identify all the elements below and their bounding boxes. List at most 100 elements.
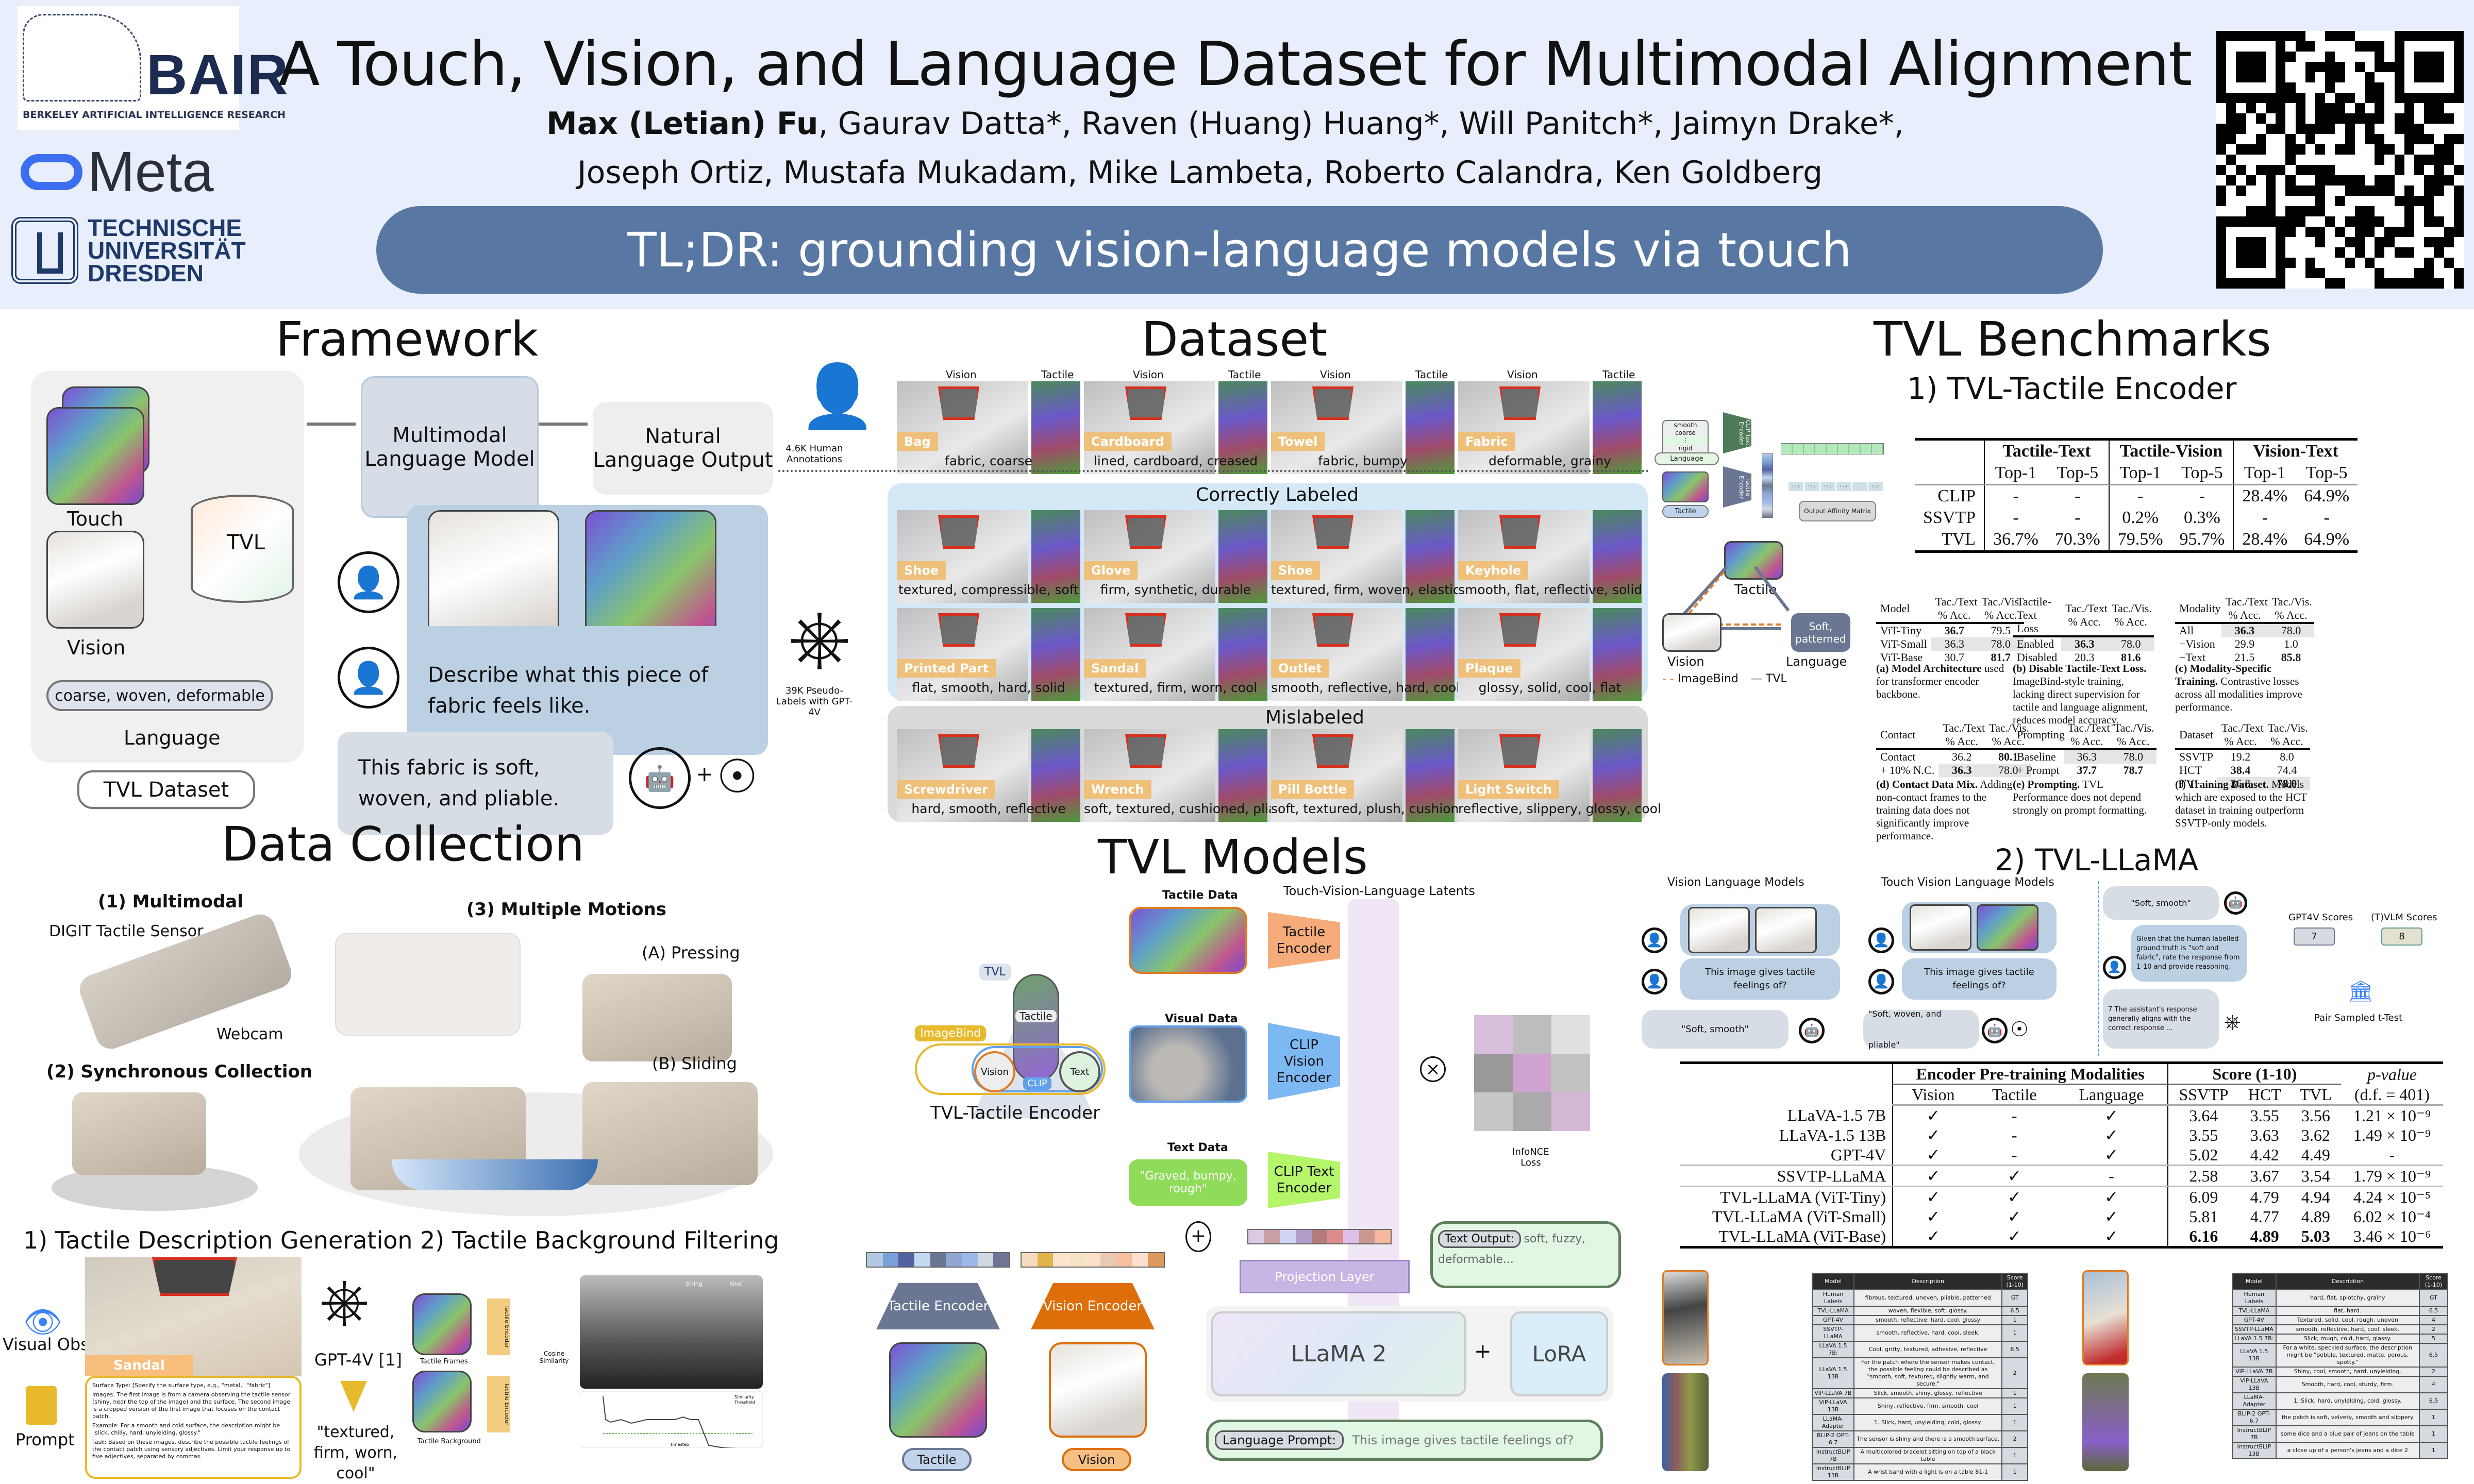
qr-module: [2414, 196, 2425, 206]
sensor-crop-box: [1312, 734, 1353, 768]
table-cell: -: [1984, 484, 2047, 507]
table-cell: 0.3%: [2184, 508, 2220, 527]
qr-module: [2315, 268, 2326, 278]
qr-module: [2276, 165, 2286, 175]
affinity-cell: T·Ln: [1868, 482, 1883, 491]
qr-module: [2285, 144, 2296, 155]
table-cell: smooth, reflective, hard, cool, sleek.: [2275, 1324, 2420, 1335]
p-value-cell: 1.21 × 10⁻⁹: [2353, 1106, 2431, 1125]
score-cell: 5.03: [2301, 1227, 2330, 1245]
user-avatar-icon: 👤: [2103, 956, 2126, 979]
p-value-cell: 6.02 × 10⁻⁴: [2353, 1207, 2431, 1226]
table-cell: InstructBLIP 13B: [1811, 1463, 1855, 1481]
qr-module: [2384, 41, 2395, 52]
table-cell: 36.3: [1938, 764, 1985, 777]
tactile-frames-label: Tactile Frames: [420, 1358, 468, 1365]
qr-module: [2394, 278, 2404, 289]
qr-module: [2255, 113, 2266, 124]
qr-module: [2236, 216, 2246, 227]
qr-module: [2444, 175, 2454, 185]
sensor-crop-box: [1499, 613, 1541, 647]
table-cell: TVL-LLaMA: [1811, 1306, 1855, 1316]
qr-module: [2414, 227, 2425, 237]
legend-similarity: Similarity: [734, 1395, 754, 1399]
qr-module: [2315, 144, 2326, 155]
sensor-crop-box: [152, 1257, 237, 1296]
visual-data-label: Visual Data: [1165, 1013, 1238, 1025]
qr-module: [2285, 247, 2296, 258]
multiple-motions-label: (3) Multiple Motions: [466, 899, 666, 920]
qr-module: [2216, 227, 2227, 237]
qr-module: [2285, 227, 2296, 237]
qr-module: [2305, 124, 2315, 134]
natural-language-output-box: Natural Language Output: [593, 402, 773, 495]
user-avatar-icon: 👤: [338, 647, 399, 709]
qr-module: [2414, 113, 2425, 124]
qual-vision-image-1: [1662, 1270, 1709, 1365]
qr-module: [2325, 124, 2335, 134]
qr-module: [2375, 185, 2385, 196]
tactile-node-label: Tactile: [1015, 1010, 1057, 1022]
qr-module: [2305, 185, 2315, 196]
qr-module: [2226, 175, 2236, 185]
qr-module: [2295, 185, 2305, 196]
tvl-models-title: TVL Models: [1098, 830, 1368, 885]
qr-code[interactable]: [2216, 31, 2464, 289]
qr-module: [2365, 113, 2375, 124]
column-header: Model: [2232, 1273, 2277, 1290]
vision-header: Vision: [1320, 368, 1351, 381]
vlm-answer-bubble: "Soft, smooth": [1642, 1010, 1788, 1049]
tvl-dataset-button[interactable]: TVL Dataset: [77, 770, 255, 809]
sensor-crop-box: [1499, 386, 1541, 420]
tactile-frames-image: [412, 1293, 472, 1355]
qr-module: [2276, 227, 2286, 237]
qr-module: [2335, 124, 2345, 134]
qr-module: [2216, 144, 2227, 155]
vision-image: [46, 531, 144, 629]
llama2-block[interactable]: LLaMA 2: [1211, 1311, 1466, 1396]
qr-module: [2375, 216, 2385, 227]
mislabeled-title: Mislabeled: [1265, 707, 1364, 728]
table-cell: smooth, reflective, hard, cool, sleek.: [1853, 1324, 2003, 1342]
robot-icon: 🤖: [629, 747, 691, 809]
qr-module: [2295, 124, 2305, 134]
score-cell: 3.55: [2189, 1126, 2218, 1144]
qr-module: [2335, 52, 2345, 62]
qr-module: [2424, 31, 2434, 41]
qr-module: [2226, 216, 2236, 227]
table-cell: woven, flexible, soft, glossy.: [1853, 1306, 2003, 1316]
table-cell: 4: [2418, 1376, 2449, 1393]
qr-module: [2295, 206, 2305, 216]
qr-module: [2453, 134, 2464, 144]
qr-module: [2404, 93, 2414, 103]
group-header: Tactile-Text: [1984, 439, 2109, 462]
qr-module: [2325, 93, 2335, 103]
qr-module: [2424, 41, 2434, 52]
qr-module: [2394, 258, 2404, 268]
table-cell: 95.7%: [2179, 530, 2225, 549]
qr-module: [2285, 268, 2296, 278]
lora-block[interactable]: LoRA: [1510, 1311, 1608, 1396]
model-name: TVL-LLaMA (ViT-Tiny): [1680, 1186, 1894, 1207]
qr-module: [2404, 62, 2414, 72]
modality-cell: ✓: [2055, 1226, 2169, 1247]
qr-module: [2354, 258, 2365, 268]
qr-module: [2255, 52, 2266, 62]
qual-tactile-image-1: [1662, 1373, 1709, 1471]
modality-cell: ✓: [2055, 1145, 2169, 1166]
database-icon: [191, 495, 294, 603]
similarity-line: [603, 1396, 738, 1448]
qr-module: [2354, 144, 2365, 155]
table-cell: 0.2%: [2108, 507, 2171, 529]
qr-module: [2226, 278, 2236, 289]
qr-module: [2404, 124, 2414, 134]
qr-module: [2444, 278, 2454, 289]
language-prompt-input[interactable]: This image gives tactile feelings of?: [1352, 1433, 1574, 1447]
qr-module: [2394, 72, 2404, 82]
qr-module: [2266, 103, 2276, 113]
